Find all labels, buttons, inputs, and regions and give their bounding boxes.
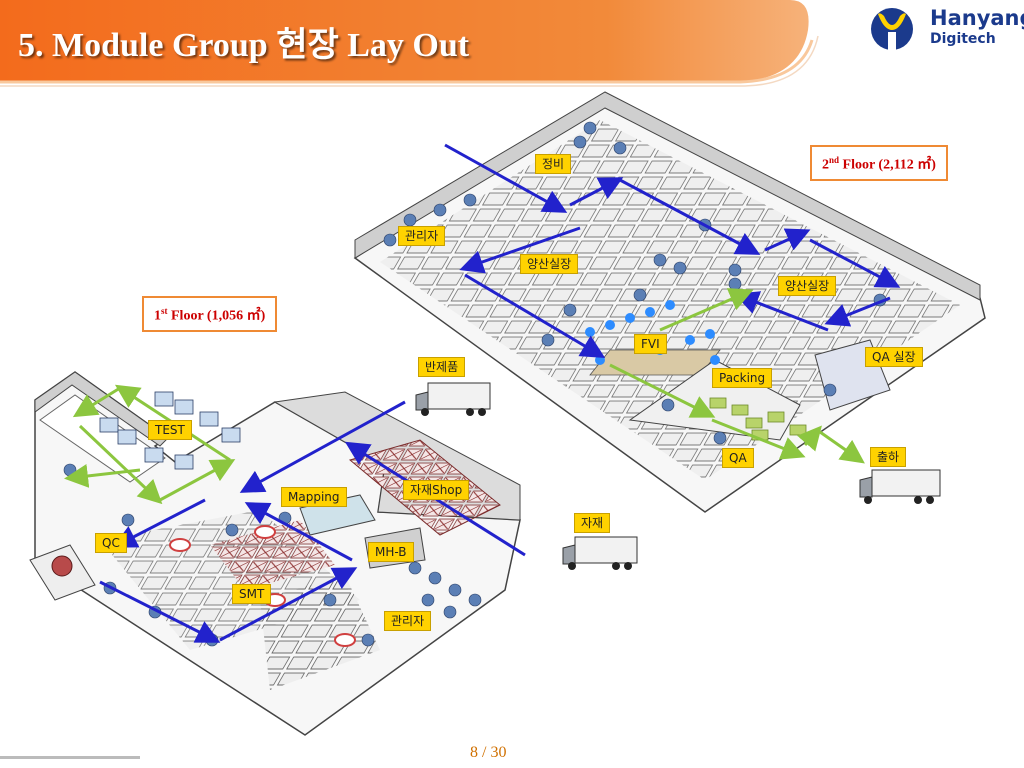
label-jeongbi: 정비 [535,154,572,174]
label-mhb: MH-B [368,542,414,562]
label-smt: SMT [232,584,272,604]
first-floor-ordinal: 1 [154,308,161,324]
second-floor-suffix: nd [829,155,840,165]
label-mapping: Mapping [281,487,347,507]
label-production-right: 양산실장 [778,276,837,296]
second-floor-label: 2nd Floor (2,112 ㎡) [810,145,948,181]
label-material-shop: 자재Shop [403,480,470,500]
label-material: 자재 [574,513,611,533]
second-floor-text: Floor (2,112 ㎡) [842,157,936,173]
first-floor-label: 1st Floor (1,056 ㎡) [142,296,278,332]
label-qc: QC [95,533,127,553]
page-number: 8 / 30 [470,744,507,761]
logo-line2: Digitech [930,31,996,47]
product-flow-arrows [64,288,865,505]
second-floor-ordinal: 2 [822,157,829,173]
truck-icon-return [415,382,491,416]
label-return: 반제품 [418,357,466,377]
company-logo-icon [871,8,913,50]
label-qa: QA [722,448,754,468]
second-floor-building [353,91,986,513]
first-floor-text: Floor (1,056 ㎡) [171,308,266,324]
label-fvi: FVI [634,334,667,354]
first-floor-suffix: st [161,306,168,316]
label-qa-room: QA 실장 [865,347,923,367]
page-title: 5. Module Group 현장 Lay Out [18,27,470,64]
label-manager-top: 관리자 [398,226,446,246]
first-floor-building [29,371,521,736]
label-production-left: 양산실장 [520,254,579,274]
label-manager-bottom: 관리자 [384,611,432,631]
footer-divider [0,756,140,759]
truck-icon-material [562,536,638,570]
label-packing: Packing [712,368,773,388]
logo-line1: Hanyang [930,6,1024,30]
material-flow-arrows [99,143,901,643]
label-test: TEST [148,420,192,440]
logo-wordmark: Hanyang Digitech [930,6,1024,47]
header-band [0,0,819,87]
truck-icon-shipping [859,469,941,504]
label-shipping: 출하 [870,447,907,467]
